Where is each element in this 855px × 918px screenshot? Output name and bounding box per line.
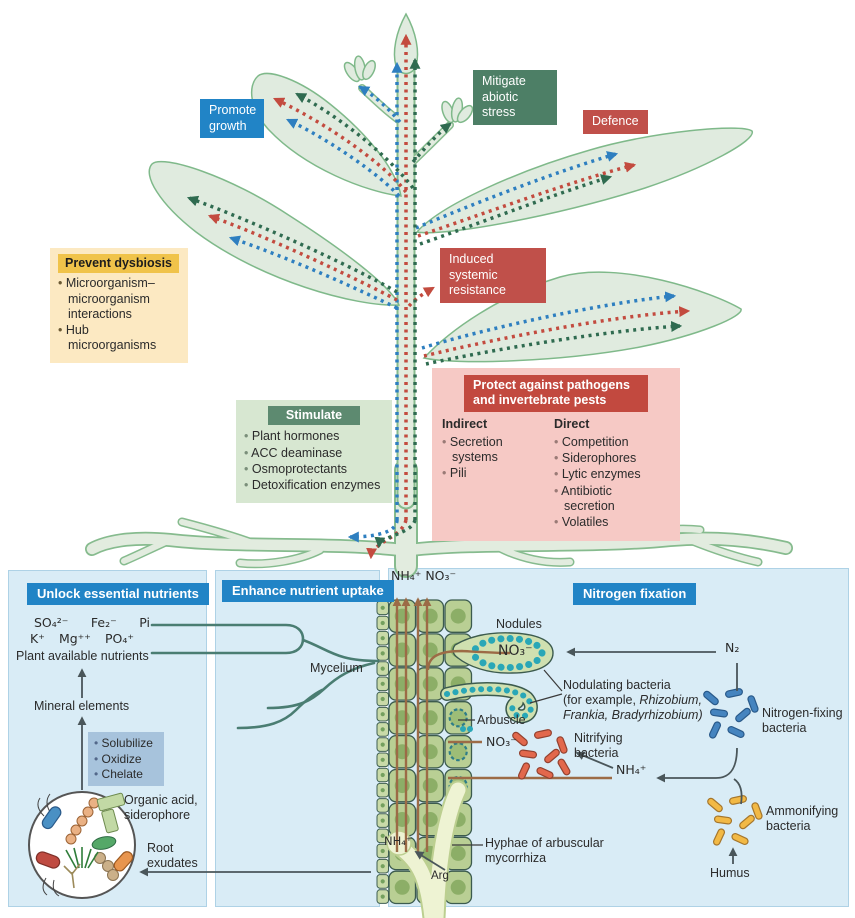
enhance-uptake-header: Enhance nutrient uptake (222, 580, 394, 602)
humus-label: Humus (710, 866, 750, 880)
nodules-label: Nodules (496, 617, 542, 631)
arbuscle-label: Arbuscle (477, 713, 526, 727)
hyphae-label: Hyphae of arbuscular mycorrhiza (485, 836, 604, 865)
ion-pi: Pi (139, 615, 150, 630)
list-item: Lytic enzymes (554, 467, 666, 482)
nh4-label: NH₄⁺ (616, 762, 647, 777)
root-exudates-label: Root exudates (147, 841, 198, 870)
ion-po4: PO₄⁺ (105, 631, 134, 646)
plant-available-nutrients-label: Plant available nutrients (16, 649, 149, 663)
list-item: Osmoprotectants (244, 462, 384, 477)
mycelium-label: Mycelium (310, 661, 363, 675)
prevent-dysbiosis-title: Prevent dysbiosis (58, 254, 179, 274)
defence-label: Defence (592, 114, 639, 128)
stimulate-list: Plant hormones ACC deaminase Osmoprotect… (244, 429, 384, 493)
ammonifying-bacteria-label: Ammonifying bacteria (766, 804, 839, 833)
nitrogen-fixation-header: Nitrogen fixation (573, 583, 697, 605)
flower-bud-right (441, 97, 474, 124)
list-item: Volatiles (554, 515, 666, 530)
defence-box: Defence (583, 110, 648, 134)
mitigate-label: Mitigate abiotic stress (482, 74, 526, 120)
nh4-no3-uptake-label: NH₄⁺ NO₃⁻ (391, 568, 457, 583)
protect-direct-column: Direct Competition Siderophores Lytic en… (554, 417, 666, 532)
apical-bud (393, 12, 419, 75)
mineral-elements-label: Mineral elements (34, 699, 130, 713)
list-item: Hub microorganisms (58, 323, 180, 354)
nodulating-line2-prefix: (for example, (563, 692, 640, 707)
ion-mg: Mg⁺⁺ (58, 631, 91, 646)
panel-enhance-uptake (215, 570, 380, 907)
no3-in-nodule-label: NO₃⁻ (498, 643, 533, 659)
list-item: Oxidize (94, 752, 158, 767)
list-item: Microorganism–microorganism interactions (58, 276, 180, 322)
enhance-title: Enhance nutrient uptake (232, 583, 384, 598)
nitrogen-fixing-bacteria-label: Nitrogen-fixing bacteria (762, 706, 843, 735)
list-item: Pili (442, 466, 542, 481)
nodulating-line2-genus: Rhizobium, (639, 692, 702, 707)
ion-fe: Fe₂⁻ (90, 615, 117, 630)
list-item: Antibiotic secretion (554, 484, 666, 515)
promote-growth-box: Promote growth (200, 99, 264, 139)
list-item: Competition (554, 435, 666, 450)
isr-label: Induced systemic resistance (449, 252, 506, 298)
list-item: Chelate (94, 767, 158, 782)
list-item: Detoxification enzymes (244, 478, 384, 493)
leaf-upper-right (415, 127, 753, 234)
plant-leaves (148, 12, 753, 363)
leaf-upper-left (250, 72, 402, 197)
stimulate-box: Stimulate Plant hormones ACC deaminase O… (236, 400, 392, 504)
organic-acid-label: Organic acid, siderophore (124, 793, 198, 822)
prevent-dysbiosis-box: Prevent dysbiosis Microorganism–microorg… (50, 248, 188, 363)
induced-systemic-resistance-box: Induced systemic resistance (440, 248, 546, 303)
ion-so4: SO₄²⁻ (34, 615, 69, 630)
nitrogen-title: Nitrogen fixation (583, 586, 687, 601)
unlock-title: Unlock essential nutrients (37, 586, 199, 601)
list-item: Siderophores (554, 451, 666, 466)
direct-title: Direct (554, 416, 590, 431)
indirect-title: Indirect (442, 416, 488, 431)
nodulating-bacteria-label: Nodulating bacteria (for example, Rhizob… (563, 678, 713, 722)
ion-row-1: SO₄²⁻ Fe₂⁻ Pi (34, 615, 150, 631)
nh4-in-root-label: NH₄⁺ (384, 834, 412, 848)
nodulating-line1: Nodulating bacteria (563, 678, 671, 692)
flower-bud-left (343, 55, 376, 83)
list-item: Plant hormones (244, 429, 384, 444)
protect-title: Protect against pathogens and invertebra… (464, 375, 648, 412)
mitigate-abiotic-stress-box: Mitigate abiotic stress (473, 70, 557, 125)
list-item: Secretion systems (442, 435, 542, 466)
prevent-dysbiosis-list: Microorganism–microorganism interactions… (58, 276, 180, 353)
nodulating-line3-genus: Frankia, Bradyrhizobium) (563, 707, 703, 722)
protect-box: Protect against pathogens and invertebra… (432, 368, 680, 542)
list-item: Solubilize (94, 736, 158, 751)
ion-row-2: K⁺ Mg⁺⁺ PO₄⁺ (30, 631, 134, 647)
list-item: ACC deaminase (244, 446, 384, 461)
nitrifying-bacteria-label: Nitrifying bacteria (574, 731, 623, 760)
stimulate-title: Stimulate (268, 406, 360, 426)
protect-indirect-column: Indirect Secretion systems Pili (442, 417, 542, 532)
ion-k: K⁺ (30, 631, 45, 646)
solubilize-box: Solubilize Oxidize Chelate (88, 732, 164, 786)
promote-growth-label: Promote growth (209, 103, 257, 133)
n2-label: N₂ (725, 640, 740, 655)
arg-label: Arg (431, 870, 449, 882)
no3-label: NO₃⁻ (486, 734, 517, 749)
unlock-nutrients-header: Unlock essential nutrients (27, 583, 209, 605)
